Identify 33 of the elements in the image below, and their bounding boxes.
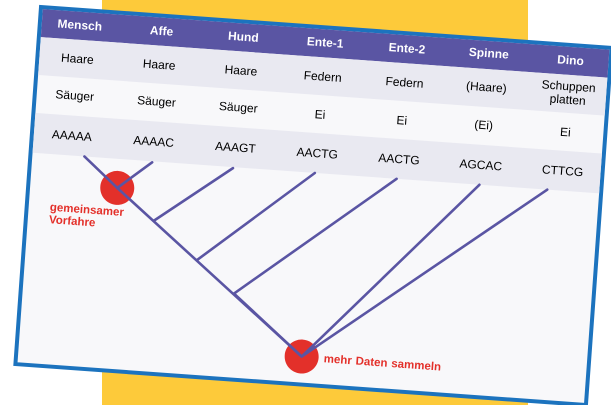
table-cell: CTTCG [542,165,582,176]
table-cell: AGCAC [459,159,502,170]
table-cell: Federn [304,71,341,82]
annotation: mehr Daten sammeln [324,355,440,371]
table-cell: AACTG [378,154,419,164]
table-cell: Ei [397,116,407,125]
table-cell: (Ei) [475,120,492,132]
column-header: Mensch [58,19,102,31]
table-cell: AACTG [296,148,337,159]
column-header: Dino [558,55,584,66]
annotation: gemeinsamer Vorfahre [49,204,124,226]
column-header: Affe [150,26,173,36]
table-cell: Haare [62,53,94,64]
table-cell: AAAGT [214,142,256,153]
table-cell: Federn [386,76,423,88]
table-cell: (Haare) [466,81,506,95]
column-header: Ente-2 [389,42,425,54]
column-header: Spinne [469,48,508,60]
table-cell: Haare [225,65,257,76]
tree-branch [116,186,303,358]
table-cell: Säuger [219,102,258,114]
junction-dot [100,170,134,205]
table-cell: Haare [144,59,175,70]
table-cell: AAAAC [133,136,174,147]
table-cell: Schuppen platten [542,80,595,106]
table-cell: Säuger [56,90,94,102]
table-cell: Säuger [138,96,176,108]
junction-dot [284,340,319,374]
column-header: Hund [228,32,258,42]
table-cell: Ei [560,128,570,136]
table-cell: Ei [315,110,325,119]
column-header: Ente-1 [307,36,343,48]
table-cell: AAAAA [52,130,92,142]
